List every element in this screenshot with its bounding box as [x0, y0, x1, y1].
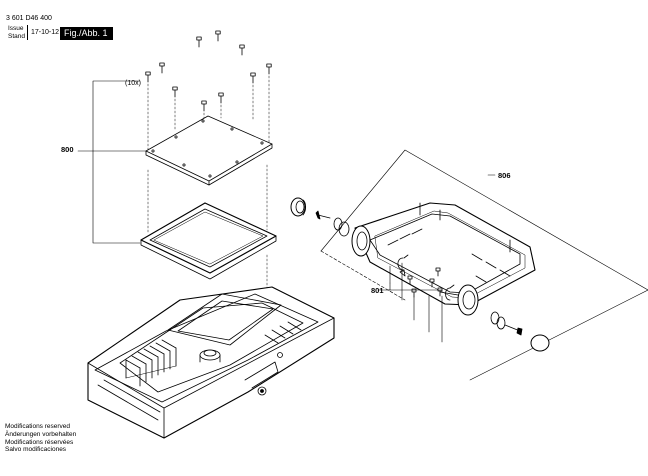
footer-notes: Modifications reserved Änderungen vorbeh…	[5, 423, 76, 454]
screws-group	[145, 30, 272, 112]
part-callout-801: 801	[371, 286, 384, 295]
issue-label: Issue	[8, 25, 24, 32]
issue-date: 17-10-12	[31, 29, 60, 36]
footer-line: Änderungen vorbehalten	[5, 430, 77, 438]
base-housing	[87, 286, 335, 439]
footer-line: Salvo modificaciones	[5, 446, 67, 454]
issue-stand-label: Issue Stand	[8, 25, 25, 40]
end-cap-right	[439, 284, 550, 352]
stand-label: Stand	[8, 32, 25, 40]
end-cap-left	[290, 197, 371, 257]
cover-plate	[145, 115, 273, 186]
part-callout-806: 806	[498, 171, 511, 180]
header-brace	[27, 25, 28, 40]
footer-line: Modifications reserved	[5, 423, 71, 430]
part-number: 3 601 D46 400	[6, 15, 52, 22]
quantity-callout: (10x)	[125, 80, 141, 87]
figure-label: Fig./Abb. 1	[60, 27, 113, 40]
gasket	[140, 202, 277, 280]
part-callout-800: 800	[61, 145, 74, 154]
footer-line: Modifications réservées	[5, 438, 74, 446]
